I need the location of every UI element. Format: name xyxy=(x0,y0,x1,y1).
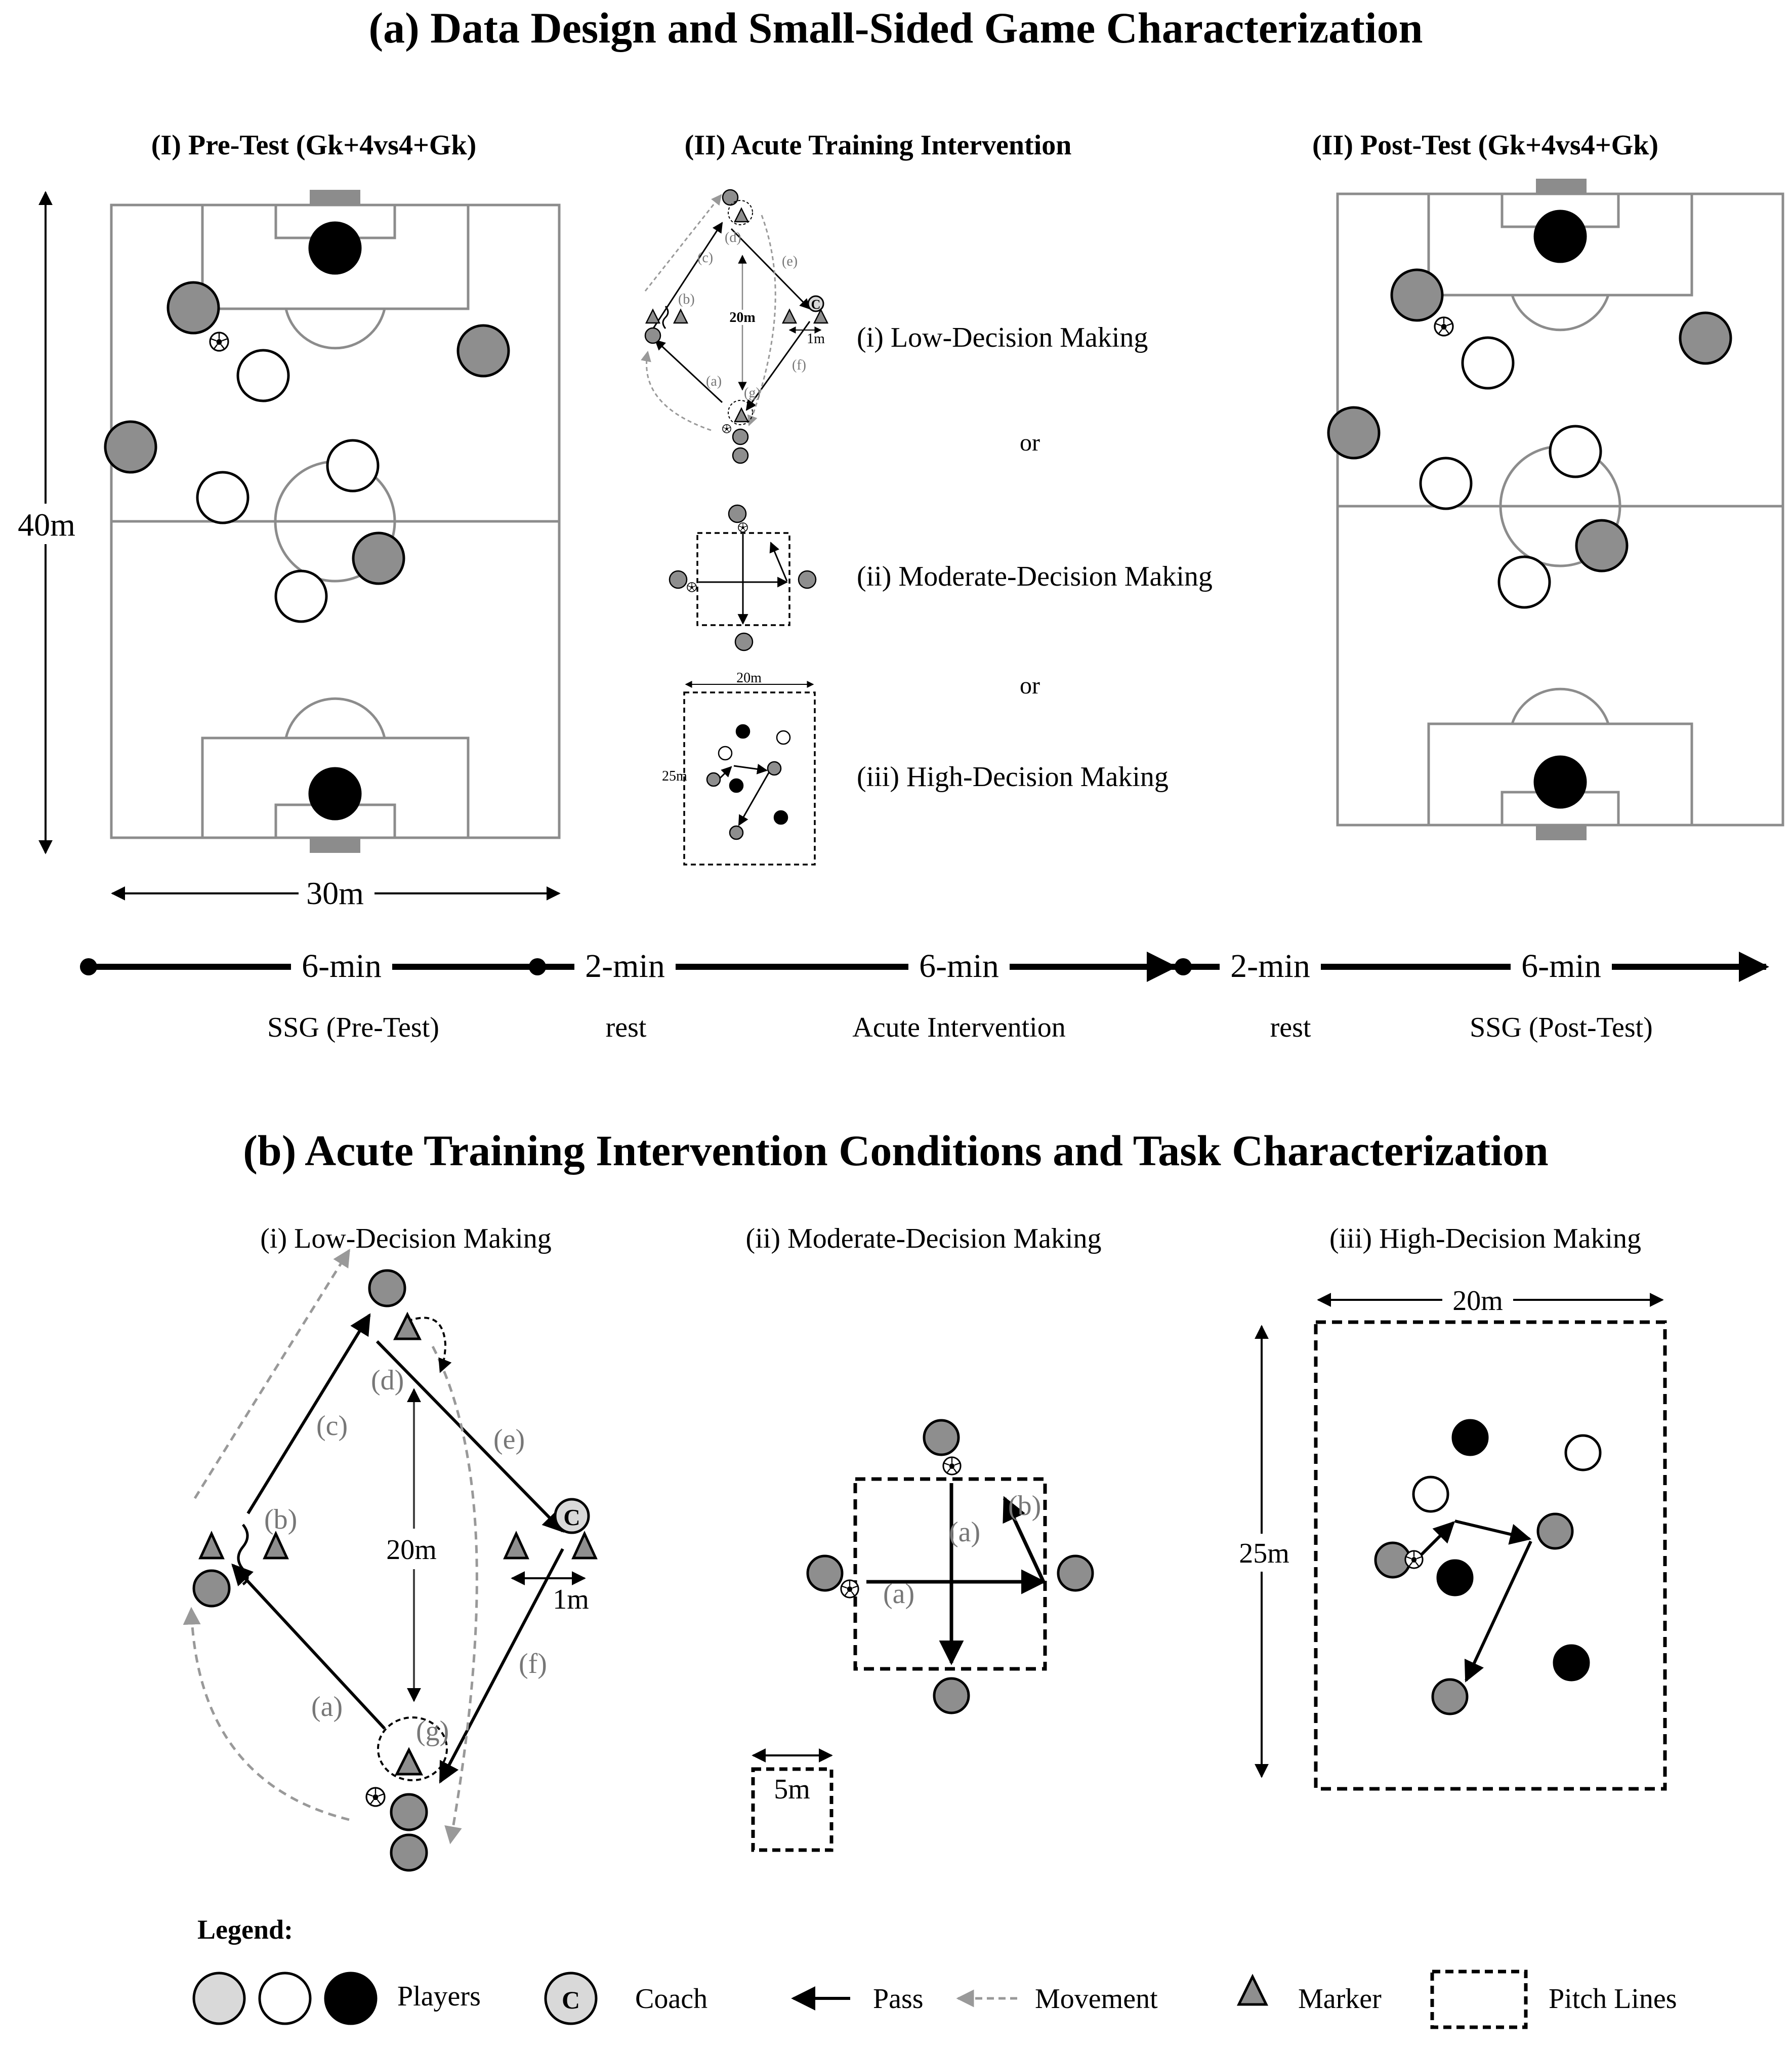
timeline-phase-pre-test: SSG (Pre-Test) xyxy=(267,1012,439,1043)
or-label-2: or xyxy=(1020,672,1040,699)
mini-pass-g: (g) xyxy=(744,385,761,401)
low-pass-c: (c) xyxy=(316,1410,348,1442)
legend-coach-label: Coach xyxy=(635,1983,707,2015)
mini-moderate-diagram xyxy=(669,504,817,651)
low-title: (i) Low-Decision Making xyxy=(260,1223,551,1254)
pitch-width-label-bg xyxy=(299,873,374,914)
pre-ball-icon xyxy=(209,332,229,352)
timeline-duration-3: 6-min xyxy=(919,948,999,985)
legend-coach-icon xyxy=(544,1972,598,2025)
panel-a-title: (a) Data Design and Small-Sided Game Cha… xyxy=(369,4,1423,52)
post-ball-icon xyxy=(1434,316,1454,337)
post-top-goal xyxy=(1536,179,1587,194)
moderate-decision-diagram: (a) (a) (b) 5m xyxy=(751,1419,1094,1852)
panel-b-title: (b) Acute Training Intervention Conditio… xyxy=(243,1126,1549,1175)
mini-marker-gap: 1m xyxy=(807,331,825,347)
mini-high-width: 20m xyxy=(736,670,762,686)
timeline xyxy=(80,947,1769,987)
post-bottom-goal xyxy=(1536,825,1587,840)
low-marker-gap: 1m xyxy=(553,1584,589,1615)
timeline-duration-4: 2-min xyxy=(1230,948,1310,985)
moderate-ball-top-icon xyxy=(942,1456,962,1476)
mini-low-distance: 20m xyxy=(729,310,755,325)
moderate-ball-left-icon xyxy=(840,1579,859,1599)
option-high-label: (iii) High-Decision Making xyxy=(857,761,1169,793)
low-decision-diagram: 20m C 1m (a) (b) (c) (d) (e) xyxy=(183,1249,598,1872)
timeline-phase-post-test: SSG (Post-Test) xyxy=(1470,1012,1653,1043)
mini-high-diagram: 20m 25m xyxy=(662,670,816,866)
pre-bottom-goal xyxy=(310,838,360,853)
mini-pass-c: (c) xyxy=(697,250,713,266)
low-pass-e: (e) xyxy=(493,1424,525,1455)
high-title: (iii) High-Decision Making xyxy=(1329,1223,1641,1254)
mini-low-diagram: C 20m 1m (a) (b) (c) (d) (e) (f) (g) xyxy=(641,189,829,464)
moderate-scale-box xyxy=(751,1767,834,1852)
low-coach-letter: C xyxy=(563,1504,580,1530)
legend: Legend: Players C Coach Pass Movement Ma… xyxy=(192,1914,1677,2029)
mini-pass-d: (d) xyxy=(725,230,741,245)
mini-pass-b: (b) xyxy=(678,292,695,307)
option-moderate-label: (ii) Moderate-Decision Making xyxy=(857,561,1213,592)
option-low-label: (i) Low-Decision Making xyxy=(857,322,1148,353)
high-decision-diagram: 20m 25m xyxy=(1234,1281,1667,1791)
intervention-title: (II) Acute Training Intervention xyxy=(685,130,1072,161)
legend-players-label: Players xyxy=(397,1981,481,2012)
pre-test-players xyxy=(104,221,510,821)
legend-player-black xyxy=(324,1972,378,2025)
low-pass-g: (g) xyxy=(416,1715,449,1747)
legend-coach-letter: C xyxy=(562,1986,580,2014)
legend-movement-label: Movement xyxy=(1035,1983,1158,2015)
timeline-duration-1: 6-min xyxy=(302,948,382,985)
low-distance-label: 20m xyxy=(386,1534,437,1566)
low-pass-a: (a) xyxy=(311,1691,343,1723)
timeline-phase-rest-1: rest xyxy=(606,1012,647,1043)
low-pass-b: (b) xyxy=(264,1504,297,1535)
post-test-players xyxy=(1327,210,1732,809)
legend-marker-label: Marker xyxy=(1298,1983,1382,2015)
post-test-title: (II) Post-Test (Gk+4vs4+Gk) xyxy=(1312,130,1658,161)
timeline-duration-5: 6-min xyxy=(1521,948,1601,985)
moderate-pass-a-vertical: (a) xyxy=(949,1517,980,1548)
pitch-width-label: 30m xyxy=(306,875,364,911)
legend-marker-icon xyxy=(1236,1974,1269,2006)
moderate-pass-a-horizontal: (a) xyxy=(883,1578,914,1610)
low-pass-f: (f) xyxy=(519,1648,547,1679)
timeline-phase-rest-2: rest xyxy=(1270,1012,1311,1043)
legend-player-white xyxy=(258,1972,312,2025)
timeline-duration-2: 2-min xyxy=(585,948,665,985)
mini-pass-f: (f) xyxy=(792,357,806,373)
moderate-pass-b: (b) xyxy=(1008,1490,1041,1522)
pre-top-goal xyxy=(310,190,360,205)
pitch-length-label: 40m xyxy=(18,507,75,543)
high-width-label: 20m xyxy=(1452,1285,1503,1317)
or-label-1: or xyxy=(1020,429,1040,456)
mini-pass-a: (a) xyxy=(706,374,722,389)
legend-player-light xyxy=(192,1972,246,2025)
pre-test-title: (I) Pre-Test (Gk+4vs4+Gk) xyxy=(151,130,476,161)
low-ball-icon xyxy=(365,1787,386,1807)
legend-pitch-lines-label: Pitch Lines xyxy=(1549,1983,1677,2015)
pitch-length-label-bg xyxy=(9,504,85,544)
high-length-label: 25m xyxy=(1239,1538,1289,1569)
high-ball-icon xyxy=(1404,1550,1424,1569)
mini-pass-e: (e) xyxy=(782,254,798,269)
mini-high-length: 25m xyxy=(662,768,687,784)
moderate-scale-label: 5m xyxy=(774,1774,810,1805)
mini-coach-letter: C xyxy=(811,297,821,312)
legend-pitch-lines-icon xyxy=(1430,1970,1528,2029)
legend-title: Legend: xyxy=(197,1914,293,1945)
legend-pass-label: Pass xyxy=(873,1983,924,2015)
low-pass-d: (d) xyxy=(371,1365,404,1396)
timeline-phase-intervention: Acute Intervention xyxy=(852,1012,1065,1043)
moderate-title: (ii) Moderate-Decision Making xyxy=(746,1223,1102,1254)
